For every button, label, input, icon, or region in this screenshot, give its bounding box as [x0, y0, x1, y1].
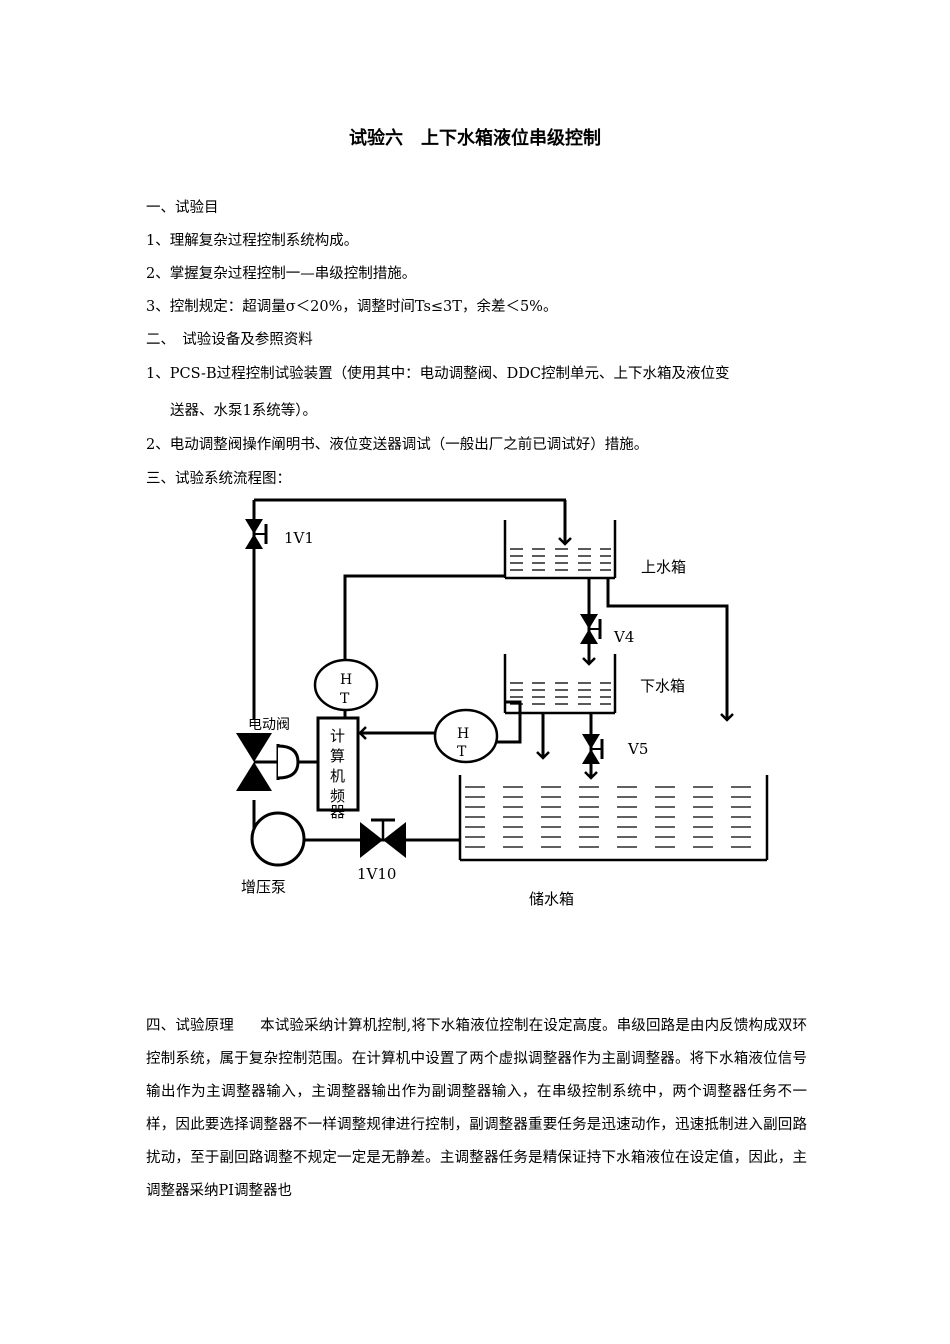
section-1-item-1: 1、理解复杂过程控制系统构成。	[146, 233, 359, 249]
section-2-heading: 二、 试验设备及参照资料	[146, 332, 313, 348]
computer-char-1: 计	[330, 727, 345, 745]
section-2-item-1-line-2: 送器、水泵1系统等）。	[170, 403, 317, 419]
process-flow-diagram: 1V1 上水箱 V4 下水箱	[236, 498, 769, 908]
label-electric-valve: 电动阀	[248, 717, 290, 733]
valve-v4-icon	[580, 614, 602, 644]
label-v5: V5	[627, 740, 648, 758]
section-2-item-1-line-1: 1、PCS-B过程控制试验装置（使用其中：电动调整阀、DDC控制单元、上下水箱及…	[146, 366, 730, 382]
computer-char-5: 器	[330, 803, 345, 821]
ht1-signal-line	[343, 574, 505, 660]
booster-pump-icon	[250, 811, 306, 867]
section-1-heading: 一、试验目	[146, 200, 219, 216]
computer-char-2: 算	[330, 747, 345, 765]
valve-v5-icon	[582, 734, 604, 764]
computer-char-3: 机	[330, 767, 345, 785]
principle-body: 本试验采纳计算机控制,将下水箱液位控制在设定高度。串级回路是由内反馈构成双环控制…	[146, 1018, 808, 1199]
main-pipe	[252, 498, 566, 842]
electric-valve-icon	[236, 733, 318, 791]
section-1-item-2: 2、掌握复杂过程控制一—串级控制措施。	[146, 266, 417, 282]
label-lower-tank: 下水箱	[640, 677, 685, 695]
computer-box	[316, 716, 360, 812]
ht2-label-h: H	[457, 726, 469, 742]
principle-heading: 四、试验原理	[146, 1018, 234, 1034]
label-v4: V4	[613, 628, 634, 646]
principle-paragraph: 四、试验原理本试验采纳计算机控制,将下水箱液位控制在设定高度。串级回路是由内反馈…	[146, 1010, 807, 1208]
upper-tank	[503, 520, 617, 580]
label-1v10: 1V10	[357, 865, 396, 883]
upper-tank-overflow-pipe	[606, 578, 734, 722]
section-2-item-2: 2、电动调整阀操作阐明书、液位变送器调试（一般出厂之前已调试好）措施。	[146, 437, 649, 453]
label-1v1: 1V1	[284, 529, 314, 547]
page-title: 试验六 上下水箱液位串级控制	[349, 128, 601, 149]
computer-label: 计 算 机 频 器	[330, 727, 345, 821]
storage-tank	[458, 775, 769, 862]
computer-char-4: 频	[330, 787, 345, 805]
ht1-transmitter: H T	[313, 658, 379, 712]
ht2-signal-line	[496, 700, 522, 744]
storage-tank-water-lines	[465, 786, 751, 848]
upper-tank-water-lines	[510, 548, 611, 571]
ht2-label-t: T	[457, 744, 467, 760]
label-upper-tank: 上水箱	[641, 558, 686, 576]
section-1-item-3: 3、控制规定：超调量σ＜20%，调整时间Ts≤3T，余差＜5%。	[146, 299, 558, 315]
valve-1v1-icon	[245, 519, 268, 549]
section-3-heading: 三、试验系统流程图：	[146, 471, 291, 487]
ht1-label-h: H	[340, 672, 352, 688]
label-pump: 增压泵	[241, 878, 286, 896]
lower-tank-water-lines	[510, 682, 611, 705]
label-storage-tank: 储水箱	[529, 890, 574, 908]
ht2-transmitter: H T	[433, 708, 499, 764]
valve-1v10-icon	[360, 818, 406, 858]
ht1-label-t: T	[340, 691, 350, 707]
